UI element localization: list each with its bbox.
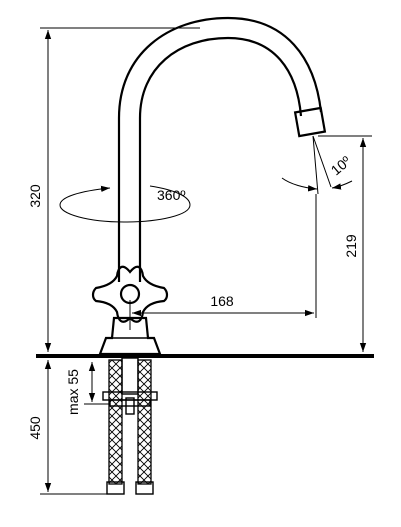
mounting-thickness-dimension: max 55 bbox=[65, 362, 110, 415]
mounting-thickness-label: max 55 bbox=[65, 369, 81, 415]
faucet-base bbox=[98, 316, 162, 356]
spout-tilt-dimension: 10º bbox=[281, 135, 354, 195]
hose-right bbox=[137, 359, 152, 485]
overall-height-dimension: 320 bbox=[27, 27, 200, 352]
hose-left bbox=[108, 359, 123, 485]
rotation-label: 360º bbox=[157, 187, 185, 203]
outlet-height-label: 219 bbox=[343, 234, 359, 258]
overall-height-label: 320 bbox=[27, 184, 43, 208]
hose-right-fitting bbox=[135, 481, 154, 495]
hoses bbox=[106, 359, 154, 495]
hose-length-dimension: 450 bbox=[27, 360, 108, 495]
spout-tilt-label: 10º bbox=[328, 153, 354, 179]
faucet-spout bbox=[117, 16, 327, 282]
rotation-indicator: 360º bbox=[59, 185, 191, 223]
hose-length-label: 450 bbox=[27, 416, 43, 440]
outlet-height-dimension: 219 bbox=[318, 135, 372, 352]
spout-reach-label: 168 bbox=[210, 293, 234, 309]
spout-reach-dimension: 168 bbox=[129, 194, 317, 330]
hose-left-fitting bbox=[106, 481, 125, 495]
